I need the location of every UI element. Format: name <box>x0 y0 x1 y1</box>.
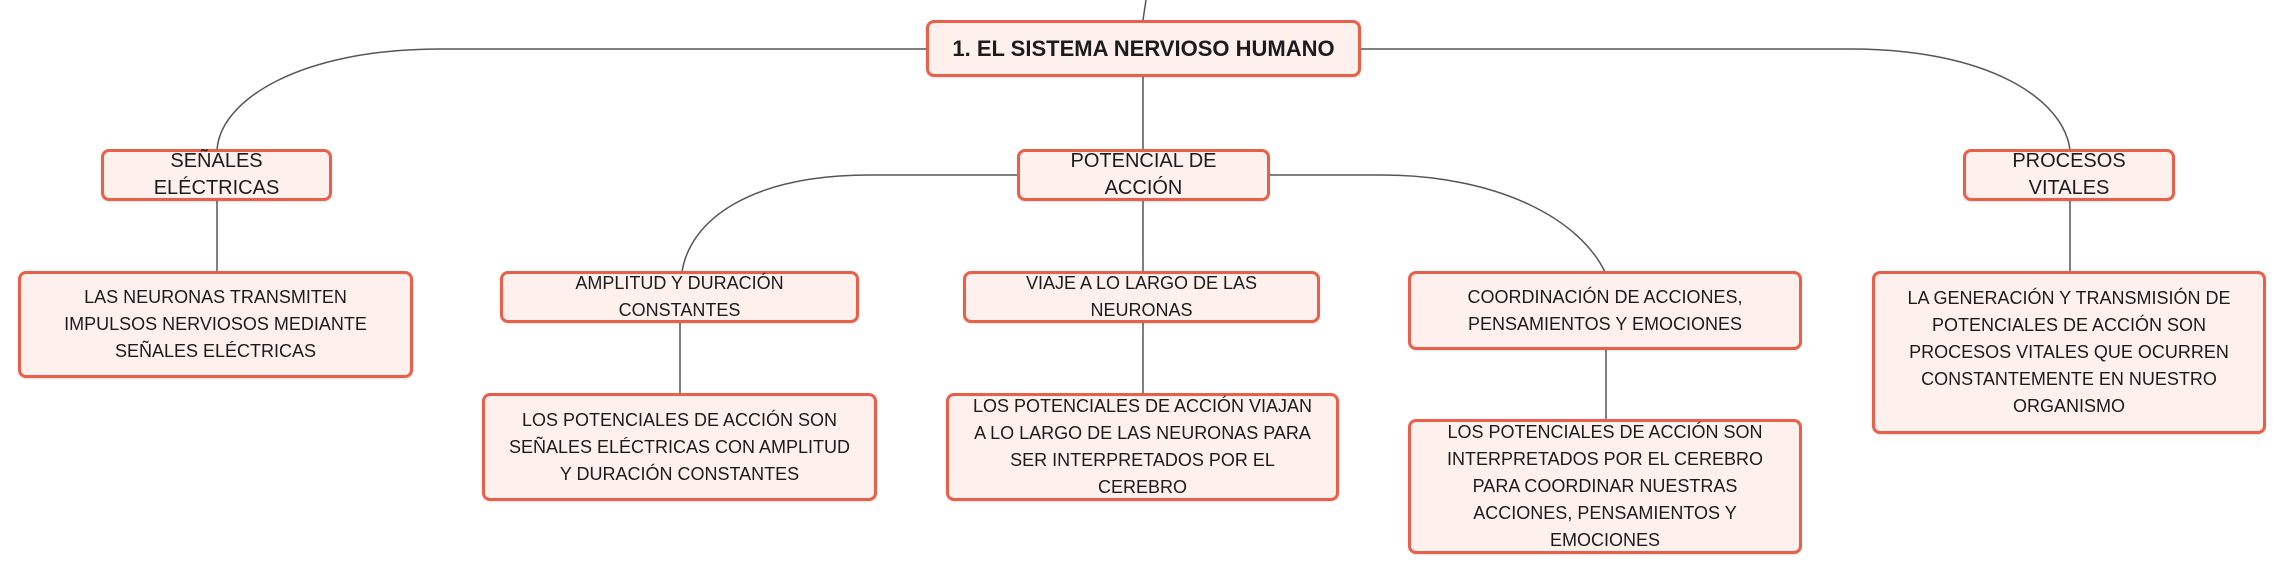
detail-node-travel[interactable]: LOS POTENCIALES DE ACCIÓN VIAJAN A LO LA… <box>946 393 1339 501</box>
detail-node-electric[interactable]: LAS NEURONAS TRANSMITEN IMPULSOS NERVIOS… <box>18 271 413 378</box>
connector-root-electric <box>216 48 926 151</box>
connector-parent-root <box>1142 0 1147 21</box>
root-node[interactable]: 1. EL SISTEMA NERVIOSO HUMANO <box>926 20 1361 77</box>
branch-node-electric-signals[interactable]: SEÑALES ELÉCTRICAS <box>101 149 332 201</box>
branch-node-vital-processes[interactable]: PROCESOS VITALES <box>1963 149 2175 201</box>
connector-action-amplitude <box>681 174 1017 273</box>
topic-node-amplitude[interactable]: AMPLITUD Y DURACIÓN CONSTANTES <box>500 271 859 323</box>
branch-node-action-potential[interactable]: POTENCIAL DE ACCIÓN <box>1017 149 1270 201</box>
detail-node-vital[interactable]: LA GENERACIÓN Y TRANSMISIÓN DE POTENCIAL… <box>1872 271 2266 434</box>
connector-root-vital <box>1361 48 2071 151</box>
connector-action-coordination <box>1270 174 1606 273</box>
topic-node-coordination[interactable]: COORDINACIÓN DE ACCIONES, PENSAMIENTOS Y… <box>1408 271 1802 350</box>
detail-node-amplitude[interactable]: LOS POTENCIALES DE ACCIÓN SON SEÑALES EL… <box>482 393 877 501</box>
detail-node-coordination[interactable]: LOS POTENCIALES DE ACCIÓN SON INTERPRETA… <box>1408 419 1802 554</box>
topic-node-travel[interactable]: VIAJE A LO LARGO DE LAS NEURONAS <box>963 271 1320 323</box>
